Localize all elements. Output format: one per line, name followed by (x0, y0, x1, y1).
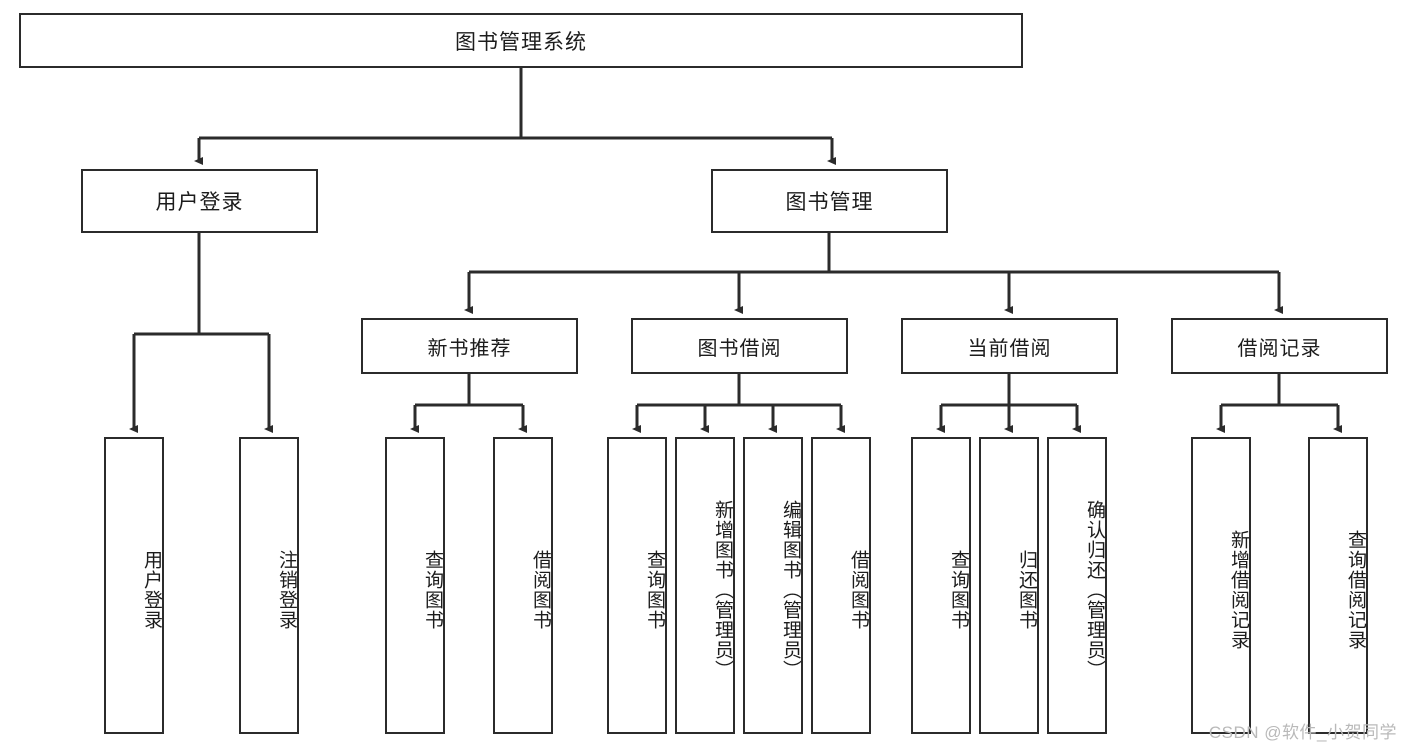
leaf-book-borrow-edit[interactable]: 编辑图书（管理员） (743, 437, 803, 734)
leaf-book-borrow-query[interactable]: 查询图书 (607, 437, 667, 734)
leaf-new-book-borrow-label: 借阅图书 (530, 549, 551, 630)
leaf-current-borrow-confirm-return[interactable]: 确认归还（管理员） (1047, 437, 1107, 734)
leaf-new-book-query[interactable]: 查询图书 (385, 437, 445, 734)
leaf-borrow-record-query-label: 查询借阅记录 (1345, 529, 1366, 650)
node-new-book-recommend-label: 新书推荐 (427, 337, 512, 360)
node-current-borrow-label: 当前借阅 (967, 337, 1052, 360)
node-user-login[interactable]: 用户登录 (81, 169, 318, 233)
leaf-book-borrow-query-label: 查询图书 (644, 549, 665, 630)
leaf-new-book-borrow[interactable]: 借阅图书 (493, 437, 553, 734)
node-book-management-label: 图书管理 (785, 191, 874, 214)
node-new-book-recommend[interactable]: 新书推荐 (361, 318, 578, 374)
leaf-current-borrow-query-label: 查询图书 (948, 549, 969, 630)
node-borrow-record-label: 借阅记录 (1237, 337, 1322, 360)
node-book-management[interactable]: 图书管理 (711, 169, 948, 233)
node-book-borrow[interactable]: 图书借阅 (631, 318, 848, 374)
leaf-current-borrow-query[interactable]: 查询图书 (911, 437, 971, 734)
node-user-login-label: 用户登录 (155, 191, 244, 214)
csdn-watermark: CSDN @软件_小贺同学 (1208, 723, 1397, 742)
leaf-borrow-record-query[interactable]: 查询借阅记录 (1308, 437, 1368, 734)
leaf-book-borrow-add[interactable]: 新增图书（管理员） (675, 437, 735, 734)
leaf-current-borrow-return[interactable]: 归还图书 (979, 437, 1039, 734)
leaf-user-login-logout-label: 注销登录 (276, 549, 297, 630)
leaf-current-borrow-return-label: 归还图书 (1016, 549, 1037, 630)
node-root-system[interactable]: 图书管理系统 (19, 13, 1023, 68)
leaf-current-borrow-confirm-return-label: 确认归还（管理员） (1084, 499, 1105, 680)
node-book-borrow-label: 图书借阅 (697, 337, 782, 360)
leaf-user-login-login[interactable]: 用户登录 (104, 437, 164, 734)
leaf-user-login-logout[interactable]: 注销登录 (239, 437, 299, 734)
leaf-book-borrow-borrow-label: 借阅图书 (848, 549, 869, 630)
leaf-borrow-record-add[interactable]: 新增借阅记录 (1191, 437, 1251, 734)
node-root-system-label: 图书管理系统 (455, 30, 587, 54)
leaf-new-book-query-label: 查询图书 (422, 549, 443, 630)
leaf-book-borrow-borrow[interactable]: 借阅图书 (811, 437, 871, 734)
node-borrow-record[interactable]: 借阅记录 (1171, 318, 1388, 374)
leaf-book-borrow-add-label: 新增图书（管理员） (712, 499, 733, 680)
leaf-book-borrow-edit-label: 编辑图书（管理员） (780, 499, 801, 680)
node-current-borrow[interactable]: 当前借阅 (901, 318, 1118, 374)
leaf-borrow-record-add-label: 新增借阅记录 (1228, 529, 1249, 650)
leaf-user-login-login-label: 用户登录 (141, 549, 162, 630)
